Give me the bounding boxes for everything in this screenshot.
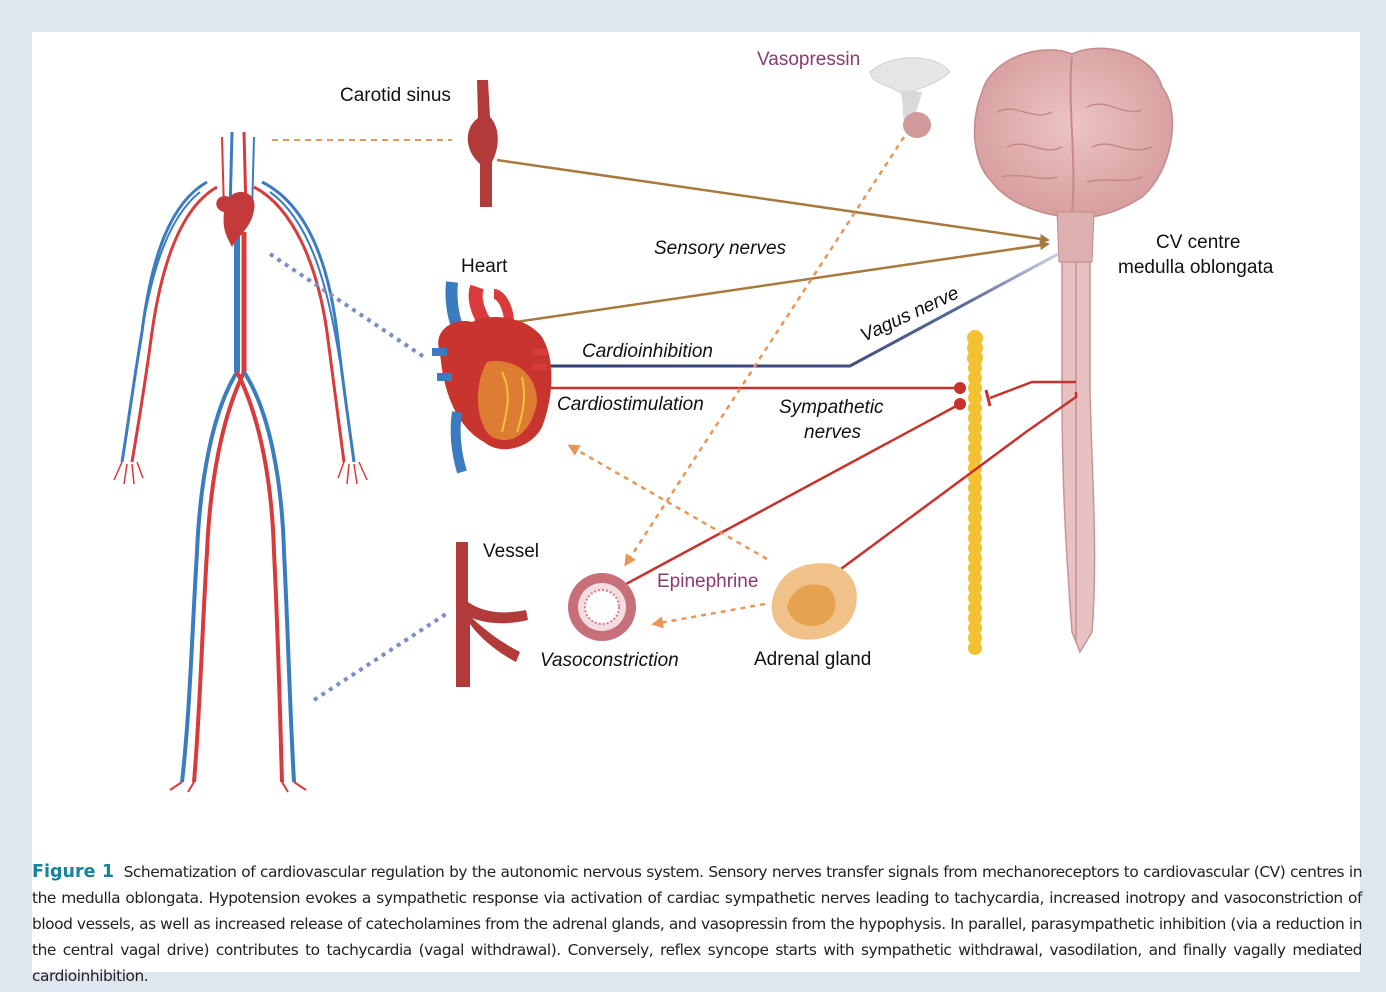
ganglion-upper bbox=[954, 382, 966, 394]
carotid-sinus-icon bbox=[468, 80, 498, 207]
body-circulation-figure bbox=[114, 132, 367, 792]
medulla-oblongata-label: medulla oblongata bbox=[1118, 257, 1274, 278]
figure-caption-label: Figure 1 bbox=[32, 862, 114, 882]
figure-caption: Figure 1 Schematization of cardiovascula… bbox=[32, 859, 1362, 989]
carotid-sensory-arrow bbox=[497, 160, 1048, 240]
cv-centre-label: CV centre bbox=[1156, 232, 1240, 253]
heart-connector bbox=[270, 254, 424, 357]
vessel-cross-section-icon bbox=[568, 573, 636, 641]
sympathetic-label: Sympathetic bbox=[779, 397, 884, 418]
vasopressin-label: Vasopressin bbox=[757, 49, 860, 70]
vessel-sympathetic-line bbox=[626, 404, 960, 584]
adrenal-sympathetic-line bbox=[826, 392, 1076, 580]
vasoconstriction-label: Vasoconstriction bbox=[540, 650, 679, 671]
epinephrine-to-heart-arrow bbox=[570, 446, 767, 559]
cardioinhibition-label: Cardioinhibition bbox=[582, 341, 713, 362]
sympathetic-nerves-label: nerves bbox=[804, 422, 862, 443]
regulation-diagram: Carotid sinus Vasopressin CV centre medu… bbox=[32, 32, 1360, 832]
hypophysis-icon bbox=[870, 58, 950, 138]
cardiostimulation-label: Cardiostimulation bbox=[557, 394, 704, 415]
adrenal-gland-icon bbox=[772, 563, 857, 639]
figure-caption-text: Schematization of cardiovascular regulat… bbox=[32, 863, 1362, 985]
carotid-sinus-label: Carotid sinus bbox=[340, 85, 451, 106]
brain-icon bbox=[975, 48, 1173, 262]
adrenal-gland-label: Adrenal gland bbox=[754, 649, 871, 670]
heart-label: Heart bbox=[461, 256, 508, 277]
heart-icon bbox=[432, 282, 551, 472]
epinephrine-label: Epinephrine bbox=[657, 571, 758, 592]
vessel-icon bbox=[456, 542, 528, 687]
epinephrine-to-vessel-arrow bbox=[654, 604, 765, 624]
figure-panel: Carotid sinus Vasopressin CV centre medu… bbox=[32, 32, 1360, 972]
vessel-connector bbox=[314, 614, 446, 700]
sympathetic-ganglion bbox=[968, 641, 982, 655]
sensory-nerves-label: Sensory nerves bbox=[654, 238, 787, 259]
ganglion-inhibition-bar bbox=[986, 390, 990, 406]
sympathetic-chain-icon bbox=[967, 330, 983, 655]
vessel-label: Vessel bbox=[483, 541, 539, 562]
spinal-cord-icon bbox=[1062, 262, 1095, 652]
